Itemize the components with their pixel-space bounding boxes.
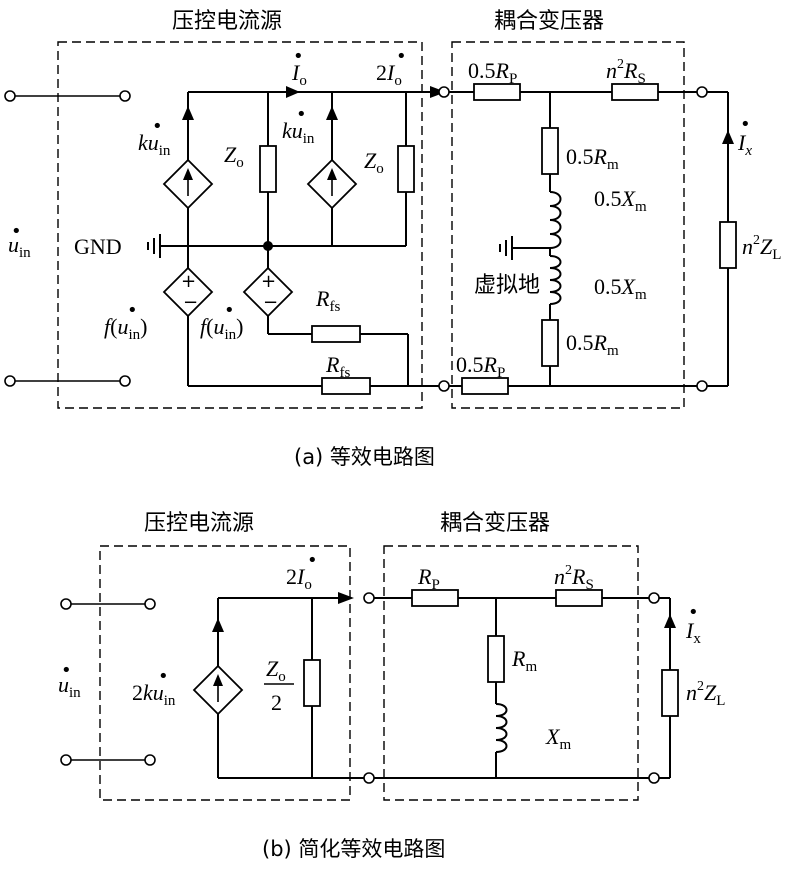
- zo-label-right: Zo: [364, 148, 384, 177]
- rm-half-label-upper: 0.5Rm: [566, 144, 619, 173]
- zo-resistor-left: [259, 145, 277, 193]
- uin-dot-mark: •: [11, 221, 22, 242]
- n2zl-label-b: n2ZL: [686, 679, 725, 709]
- caption-a: (a) 等效电路图: [294, 445, 435, 469]
- rm-resistor-b: [487, 635, 505, 683]
- svg-text:•: •: [307, 550, 318, 571]
- input-terminals: [4, 90, 131, 387]
- svg-text:•: •: [296, 104, 307, 125]
- svg-text:•: •: [293, 46, 304, 67]
- svg-text:•: •: [152, 116, 163, 137]
- xm-half-lower: [549, 255, 562, 305]
- section-title-current-source: 压控电流源: [172, 9, 282, 34]
- ix-arrow-a: [722, 130, 734, 144]
- n2rs-label-a: n2RS: [606, 57, 646, 87]
- ix-arrow-b: [664, 614, 676, 628]
- section-title-transformer-b: 耦合变压器: [440, 511, 550, 536]
- f-uin-label-left: f(uin): [104, 314, 147, 343]
- zo-label-left: Zo: [224, 142, 244, 171]
- load-impedance-a: [719, 221, 737, 269]
- gnd-label: GND: [74, 234, 122, 259]
- rp-half-label-bottom: 0.5RP: [456, 352, 505, 381]
- n2rs-resistor-b: [555, 589, 603, 607]
- kuin-label-left: kuin: [138, 130, 171, 159]
- svg-text:•: •: [740, 114, 751, 135]
- virtual-ground-label: 虚拟地: [474, 273, 540, 298]
- transformer-box-b: [383, 545, 639, 801]
- 2io-arrow: [430, 86, 446, 98]
- svg-text:+: +: [181, 271, 196, 292]
- xm-label-b: Xm: [545, 724, 571, 753]
- gnd-junction: [263, 241, 273, 251]
- section-title-transformer: 耦合变压器: [494, 9, 604, 34]
- diagram-b: 压控电流源 耦合变压器 uin • 2Io • 2kuin • Zo: [58, 511, 725, 861]
- rp-label-b: RP: [417, 564, 440, 593]
- kuin-label-center: kuin: [282, 118, 315, 147]
- caption-b: (b) 简化等效电路图: [262, 837, 445, 861]
- svg-text:•: •: [61, 660, 72, 681]
- n2rs-resistor-a: [611, 83, 659, 101]
- xm-half-upper: [549, 191, 562, 249]
- 2io-arrow-b: [338, 592, 354, 604]
- transformer-in-top: [438, 86, 450, 98]
- load-impedance-b: [661, 669, 679, 717]
- io-arrow: [286, 86, 300, 98]
- rm-half-upper: [541, 127, 559, 175]
- n2zl-label-a: n2ZL: [742, 233, 781, 263]
- svg-text:−: −: [263, 292, 278, 313]
- rp-half-label-top: 0.5RP: [468, 58, 517, 87]
- rfs-resistor-upper: [311, 325, 361, 343]
- rm-label-b: Rm: [511, 646, 537, 675]
- input-terminals-b: [60, 598, 156, 766]
- current-source-box: [57, 41, 423, 409]
- n2rs-label-b: n2RS: [554, 563, 594, 593]
- svg-text:2: 2: [271, 690, 282, 715]
- svg-text:•: •: [396, 46, 407, 67]
- rm-half-lower: [541, 319, 559, 367]
- rfs-label-upper: Rfs: [315, 286, 340, 315]
- zo-half-label: Zo: [266, 656, 286, 685]
- f-uin-label-center: f(uin): [200, 314, 243, 343]
- transformer-in-bottom: [438, 380, 450, 392]
- rfs-label-lower: Rfs: [325, 352, 350, 381]
- svg-text:•: •: [127, 300, 138, 321]
- svg-text:•: •: [224, 300, 235, 321]
- zo-half-resistor: [303, 659, 321, 707]
- xm-half-label-upper: 0.5Xm: [594, 186, 647, 215]
- svg-text:−: −: [183, 292, 198, 313]
- transformer-box: [451, 41, 685, 409]
- zo-resistor-right: [397, 145, 415, 193]
- diagram-a: 压控电流源 耦合变压器 uin • Io • 2Io •: [4, 9, 781, 469]
- svg-text:+: +: [261, 271, 276, 292]
- xm-inductor-b: [495, 703, 508, 753]
- svg-text:•: •: [688, 602, 699, 623]
- rm-half-label-lower: 0.5Rm: [566, 330, 619, 359]
- 2kuin-label: 2kuin: [132, 680, 176, 709]
- svg-text:•: •: [158, 666, 169, 687]
- section-title-current-source-b: 压控电流源: [144, 511, 254, 536]
- xm-half-label-lower: 0.5Xm: [594, 274, 647, 303]
